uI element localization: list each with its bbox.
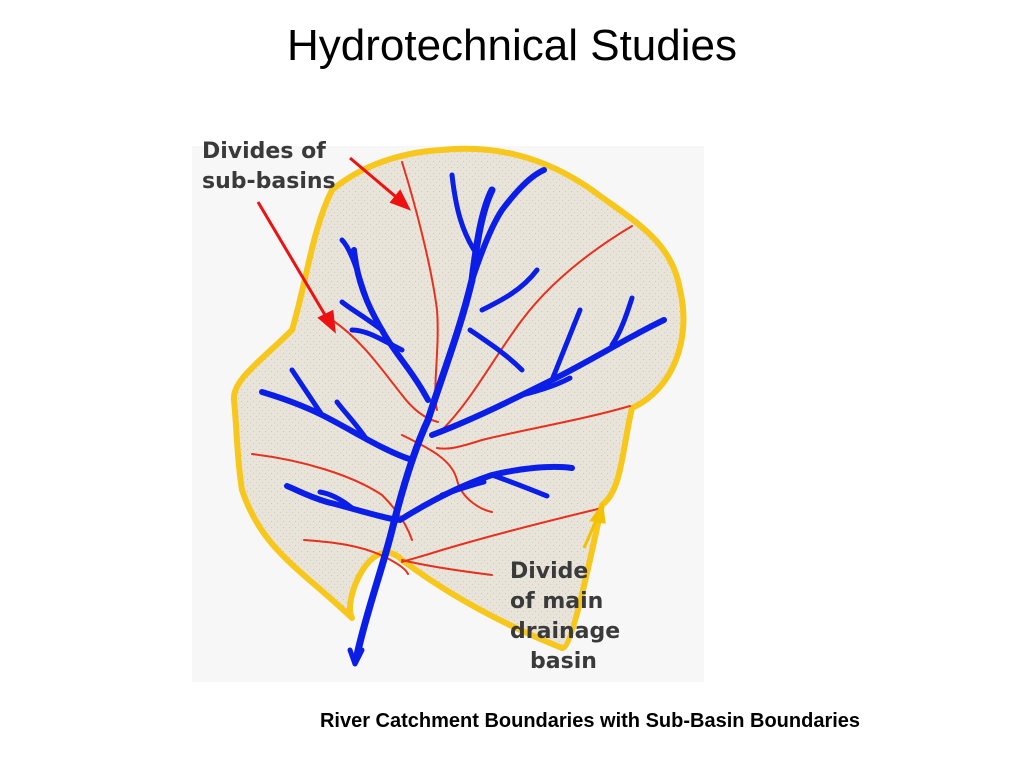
river-branch <box>289 367 325 418</box>
river-branch <box>519 375 573 398</box>
sub-basin-label-line-2: sub-basins <box>202 169 336 194</box>
main-divide-arrowhead <box>589 502 606 524</box>
sub-basin-arrows <box>256 156 412 334</box>
sub-basin-arrowhead <box>389 189 412 211</box>
sub-basin-arrow <box>256 201 330 321</box>
river-outlet-arrow <box>347 647 365 667</box>
sub-basin-divide <box>251 453 413 541</box>
sub-basin-divide <box>401 434 493 513</box>
main-divide-label-line-4: basin <box>530 649 597 674</box>
main-divide-label-line-2: of main <box>510 589 603 614</box>
river-branch <box>339 299 385 333</box>
river-branch <box>609 295 635 348</box>
sub-basin-divide <box>401 559 493 576</box>
river-branch <box>439 479 487 498</box>
sub-basin-label-line-1: Divides of <box>202 139 326 164</box>
catchment-diagram-svg: Divides of sub-basins Divide of main dra… <box>192 139 704 682</box>
river-branch <box>284 483 400 523</box>
sub-basin-arrow <box>349 156 403 204</box>
river-branch <box>349 327 405 353</box>
river-branch <box>317 489 355 511</box>
river-branch <box>549 307 583 383</box>
sub-basin-divide <box>401 161 439 411</box>
main-basin <box>230 145 687 652</box>
slide-title: Hydrotechnical Studies <box>286 21 737 70</box>
river-branch <box>469 167 547 283</box>
catchment-diagram: Divides of sub-basins Divide of main dra… <box>192 130 704 682</box>
river-branch <box>334 399 370 443</box>
river-branch <box>339 237 370 303</box>
river-branch <box>467 327 525 373</box>
main-divide-label-line-1: Divide <box>510 559 588 584</box>
main-river <box>353 186 496 659</box>
sub-basin-divide <box>401 507 603 563</box>
main-divide-arrow-group <box>582 502 606 549</box>
sub-basin-divide <box>441 225 633 431</box>
river-branch <box>479 267 540 313</box>
river-network <box>259 167 667 667</box>
sub-basin-arrowhead <box>317 309 336 334</box>
river-branch <box>449 172 477 253</box>
river-branch <box>489 472 550 499</box>
main-divide-label-line-3: drainage <box>510 619 620 644</box>
diagram-caption: River Catchment Boundaries with Sub-Basi… <box>319 710 861 732</box>
sub-basin-divide <box>436 405 631 450</box>
